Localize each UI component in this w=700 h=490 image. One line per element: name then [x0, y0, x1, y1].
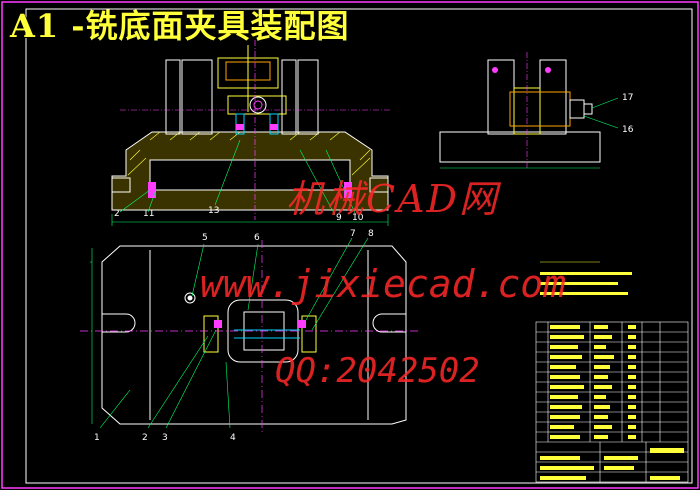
callout-front-9: 9 — [336, 213, 342, 223]
callout-plan-6: 6 — [254, 233, 260, 243]
drawing-title: A1 -铣底面夹具装配图 — [10, 7, 350, 45]
callout-front-13: 13 — [208, 206, 219, 216]
plan-view — [80, 237, 420, 432]
callout-plan-4: 4 — [230, 433, 236, 443]
front-view — [111, 40, 390, 226]
parts-list-text — [540, 325, 684, 480]
callout-side-16: 16 — [622, 125, 634, 135]
callout-plan-2: 2 — [142, 433, 148, 443]
callout-plan-7: 7 — [350, 229, 356, 239]
callout-front-11: 11 — [143, 209, 154, 219]
watermark-site-name: 机械CAD网 — [286, 177, 499, 221]
callout-labels: 2 11 13 9 10 17 16 5 6 7 8 1 2 3 4 — [94, 93, 634, 443]
inner-border — [25, 8, 693, 484]
callout-front-10: 10 — [352, 213, 364, 223]
callout-side-17: 17 — [622, 93, 633, 103]
callout-plan-5: 5 — [202, 233, 208, 243]
callout-plan-3: 3 — [162, 433, 168, 443]
watermark-qq: QQ:2042502 — [275, 351, 480, 391]
technical-notes — [540, 261, 632, 295]
side-view — [439, 52, 619, 169]
watermark-site-url: www.jixiecad.com — [200, 262, 567, 306]
callout-front-2: 2 — [114, 209, 120, 219]
parts-list — [535, 321, 689, 483]
callout-plan-8: 8 — [368, 229, 374, 239]
callout-plan-1: 1 — [94, 433, 100, 443]
